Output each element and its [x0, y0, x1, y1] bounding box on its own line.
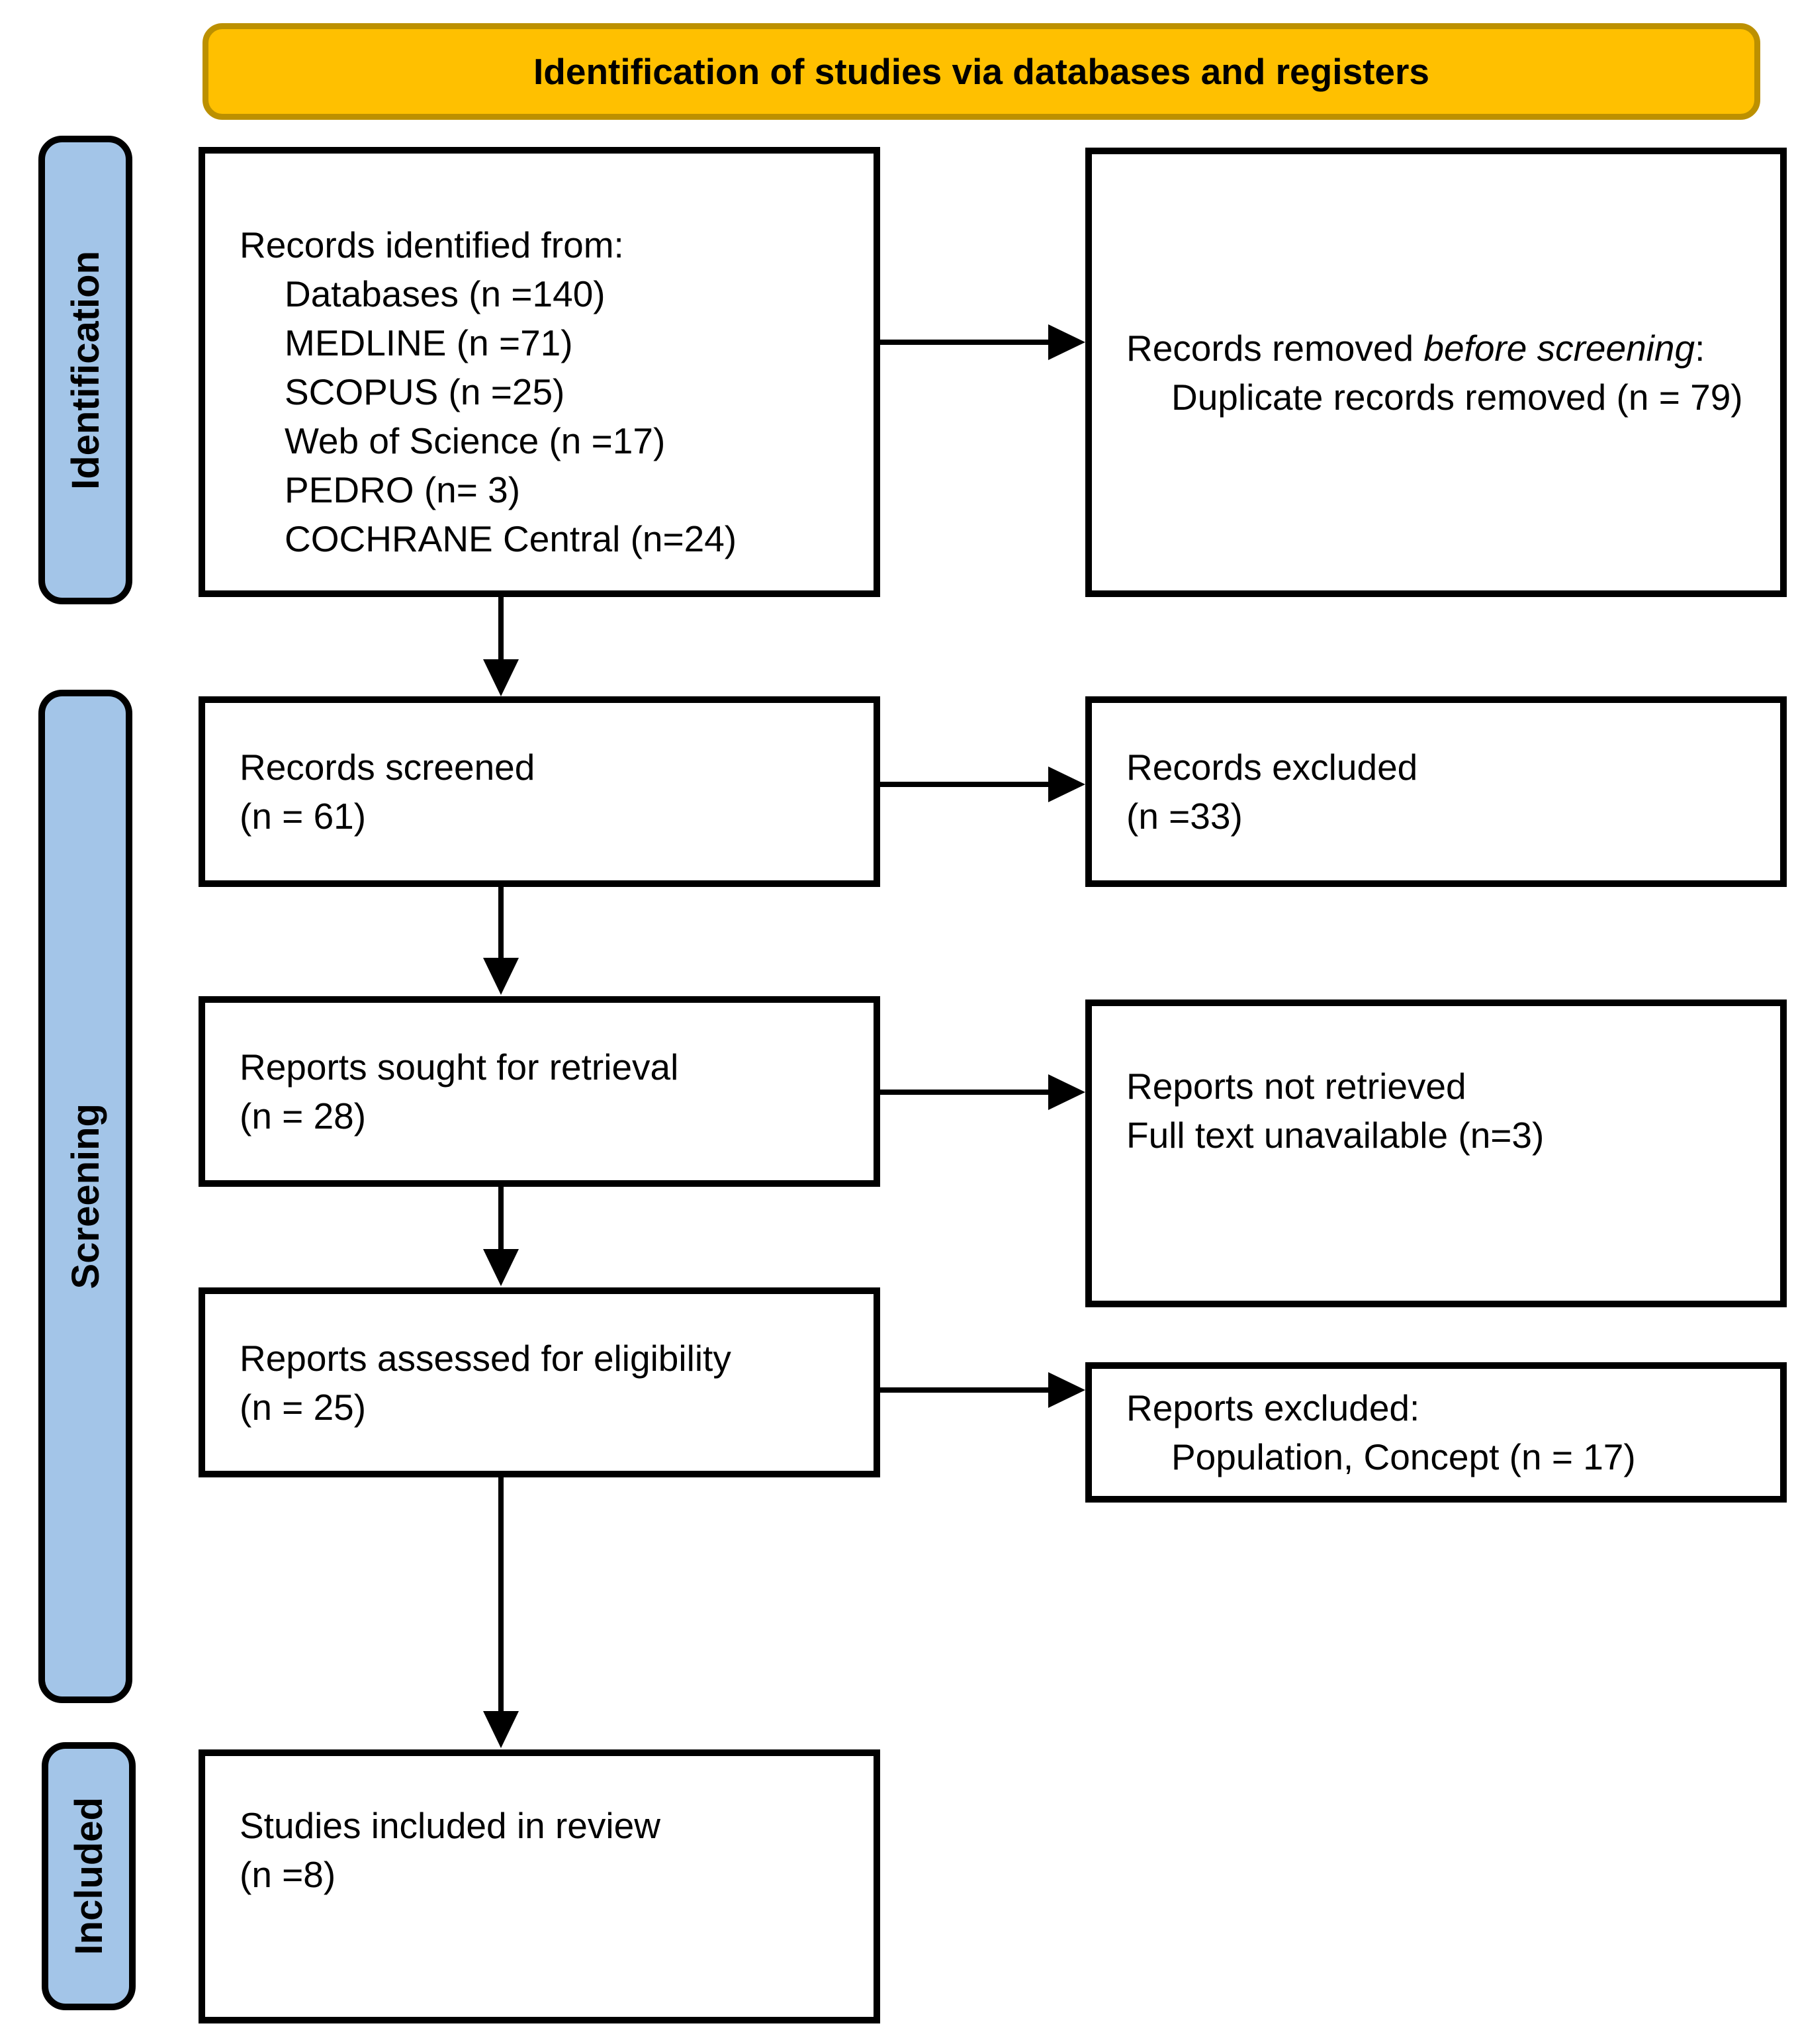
box-reports-sought-line1: Reports sought for retrieval	[240, 1046, 679, 1088]
box-reports-not-retrieved-line2: Full text unavailable (n=3)	[1126, 1114, 1545, 1156]
banner-identification-of-studies: Identification of studies via databases …	[202, 23, 1760, 120]
records-identified-item: SCOPUS (n =25)	[285, 371, 565, 412]
stage-included: Included	[42, 1742, 136, 2010]
box-reports-assessed: Reports assessed for eligibility (n = 25…	[199, 1287, 880, 1477]
reports-excluded-item: Population, Concept (n = 17)	[1171, 1436, 1636, 1477]
records-identified-item: COCHRANE Central (n=24)	[285, 518, 737, 559]
down-arrow-line-3	[498, 1187, 504, 1253]
box-records-excluded-line1: Records excluded	[1126, 747, 1418, 788]
records-identified-item: Databases (n =140)	[285, 273, 606, 314]
box-records-removed-title: Records removed before screening:	[1126, 324, 1754, 373]
right-arrow-line-1	[880, 340, 1050, 345]
box-records-identified-title: Records identified from:	[240, 224, 624, 265]
box-reports-not-retrieved-line1: Reports not retrieved	[1126, 1065, 1466, 1107]
box-reports-excluded-title: Reports excluded:	[1126, 1387, 1420, 1428]
box-studies-included-line2: (n =8)	[240, 1854, 336, 1895]
stage-identification-label: Identification	[64, 250, 107, 490]
box-reports-excluded: Reports excluded: Population, Concept (n…	[1085, 1362, 1787, 1503]
box-reports-sought: Reports sought for retrieval (n = 28)	[199, 996, 880, 1187]
right-arrow-icon-4	[1048, 1372, 1085, 1408]
box-records-screened-line1: Records screened	[240, 747, 535, 788]
right-arrow-line-3	[880, 1090, 1050, 1095]
right-arrow-icon-3	[1048, 1074, 1085, 1110]
box-records-removed: Records removed before screening: Duplic…	[1085, 148, 1787, 597]
stage-included-label: Included	[67, 1797, 111, 1955]
box-records-identified: Records identified from: Databases (n =1…	[199, 147, 880, 597]
down-arrow-icon-4	[483, 1711, 519, 1748]
down-arrow-icon-1	[483, 659, 519, 696]
down-arrow-line-4	[498, 1477, 504, 1716]
right-arrow-icon-2	[1048, 766, 1085, 802]
box-reports-sought-line2: (n = 28)	[240, 1095, 367, 1137]
stage-screening: Screening	[38, 690, 132, 1703]
box-studies-included-line1: Studies included in review	[240, 1805, 660, 1846]
box-reports-assessed-line1: Reports assessed for eligibility	[240, 1337, 731, 1379]
stage-screening-label: Screening	[64, 1103, 107, 1289]
records-identified-item: Web of Science (n =17)	[285, 420, 666, 461]
right-arrow-line-2	[880, 782, 1050, 787]
down-arrow-line-2	[498, 887, 504, 960]
down-arrow-icon-3	[483, 1249, 519, 1286]
box-studies-included: Studies included in review (n =8)	[199, 1749, 880, 2023]
records-removed-item: Duplicate records removed (n = 79)	[1171, 376, 1743, 418]
down-arrow-icon-2	[483, 958, 519, 995]
box-records-screened: Records screened (n = 61)	[199, 696, 880, 887]
records-removed-title-suffix: :	[1695, 327, 1705, 369]
box-records-screened-line2: (n = 61)	[240, 796, 367, 837]
records-identified-item: PEDRO (n= 3)	[285, 469, 521, 510]
down-arrow-line-1	[498, 597, 504, 663]
right-arrow-icon-1	[1048, 324, 1085, 360]
stage-identification: Identification	[38, 136, 132, 604]
records-removed-title-italic: before screening	[1423, 327, 1695, 369]
box-reports-not-retrieved: Reports not retrieved Full text unavaila…	[1085, 999, 1787, 1307]
banner-label: Identification of studies via databases …	[533, 51, 1429, 92]
records-identified-item: MEDLINE (n =71)	[285, 322, 573, 363]
box-reports-assessed-line2: (n = 25)	[240, 1386, 367, 1428]
box-records-excluded-line2: (n =33)	[1126, 796, 1243, 837]
records-removed-title-prefix: Records removed	[1126, 327, 1424, 369]
right-arrow-line-4	[880, 1387, 1050, 1393]
box-records-excluded: Records excluded (n =33)	[1085, 696, 1787, 887]
